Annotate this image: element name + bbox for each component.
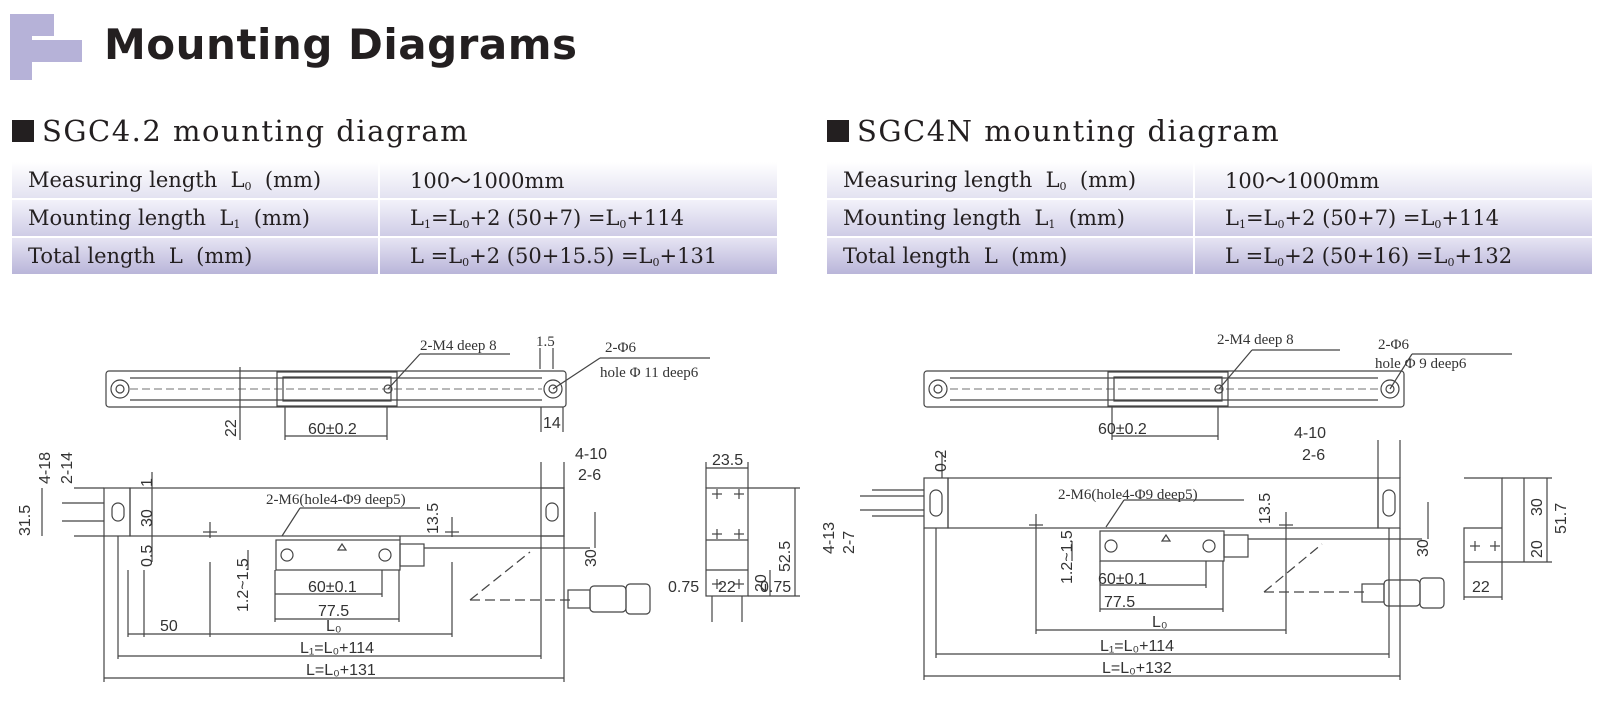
label-l-total: L=L₀+131 — [306, 662, 376, 679]
label-50: 50 — [160, 618, 178, 635]
label-hole-phi9: hole Φ 9 deep6 — [1375, 356, 1467, 372]
drawing-sgc4n: 2-M4 deep 8 2-Φ6 hole Φ 9 deep6 60±0.2 4… — [821, 332, 1570, 680]
label-l0: L₀ — [1152, 614, 1168, 631]
row-label: Mounting length L1 (mm) — [12, 199, 379, 238]
label-m4-deep8: 2-M4 deep 8 — [1217, 332, 1294, 348]
label-m4-deep8: 2-M4 deep 8 — [420, 338, 497, 354]
table-row: Mounting length L1 (mm) L1=L0+2 (50+7) =… — [827, 199, 1592, 238]
label-30-end: 30 — [1529, 498, 1546, 516]
row-formula: L1=L0+2 (50+7) =L0+114 — [1193, 199, 1592, 238]
label-0-5: 0.5 — [139, 545, 156, 567]
label-4-10: 4-10 — [1294, 425, 1326, 442]
label-m6-holes: 2-M6(hole4-Φ9 deep5) — [266, 492, 406, 508]
label-20: 20 — [753, 574, 770, 592]
square-bullet-icon — [827, 120, 849, 142]
logo-icon — [10, 14, 82, 80]
row-formula: L1=L0+2 (50+7) =L0+114 — [378, 199, 777, 238]
table-row: Total length L (mm) L =L0+2 (50+15.5) =L… — [12, 237, 777, 276]
section-title-sgc42: SGC4.2 mounting diagram — [12, 114, 469, 148]
spec-table-sgc42: Measuring length L0 (mm) 100～1000mm Moun… — [12, 162, 777, 276]
label-23-5: 23.5 — [712, 452, 743, 469]
label-4-10: 4-10 — [575, 446, 607, 463]
row-formula: L =L0+2 (50+16) =L0+132 — [1193, 237, 1592, 276]
section-title-sgc4n: SGC4N mounting diagram — [827, 114, 1280, 148]
label-l0: L₀ — [326, 618, 342, 635]
row-formula: 100～1000mm — [378, 162, 777, 200]
label-22-end: 22 — [718, 579, 736, 596]
label-0-75-right: 0.75 — [760, 579, 791, 596]
label-2-6: 2-6 — [578, 467, 601, 484]
table-row: Measuring length L0 (mm) 100～1000mm — [827, 162, 1592, 200]
spec-table-sgc4n: Measuring length L0 (mm) 100～1000mm Moun… — [827, 162, 1592, 276]
row-label: Total length L (mm) — [12, 237, 379, 276]
label-4-13: 4-13 — [821, 522, 838, 554]
label-1-2-1-5: 1.2~1.5 — [235, 558, 252, 612]
row-formula: 100～1000mm — [1193, 162, 1592, 200]
label-77-5: 77.5 — [1104, 594, 1135, 611]
label-77-5: 77.5 — [318, 603, 349, 620]
label-m6-holes: 2-M6(hole4-Φ9 deep5) — [1058, 487, 1198, 503]
label-20: 20 — [1529, 540, 1546, 558]
row-label: Mounting length L1 (mm) — [827, 199, 1194, 238]
page-title: Mounting Diagrams — [104, 20, 578, 69]
label-30-right: 30 — [583, 549, 600, 567]
label-13-5: 13.5 — [425, 503, 442, 534]
label-2-7: 2-7 — [841, 531, 858, 554]
diagram-sgc42: 2-M4 deep 8 1.5 2-Φ6 hole Φ 11 deep6 22 … — [0, 322, 812, 722]
label-0-2: 0.2 — [933, 450, 950, 472]
drawing-sgc42: 2-M4 deep 8 1.5 2-Φ6 hole Φ 11 deep6 22 … — [17, 334, 800, 682]
label-2-6: 2-6 — [1302, 447, 1325, 464]
row-label: Total length L (mm) — [827, 237, 1194, 276]
row-label: Measuring length L0 (mm) — [12, 162, 379, 200]
square-bullet-icon — [12, 120, 34, 142]
label-60-02: 60±0.2 — [308, 421, 357, 438]
table-row: Total length L (mm) L =L0+2 (50+16) =L0+… — [827, 237, 1592, 276]
label-22: 22 — [223, 419, 240, 437]
table-row: Measuring length L0 (mm) 100～1000mm — [12, 162, 777, 200]
label-31-5: 31.5 — [17, 505, 34, 536]
label-30-right: 30 — [1415, 539, 1432, 557]
label-l1: L₁=L₀+114 — [1100, 638, 1174, 655]
label-60-01: 60±0.1 — [308, 579, 357, 596]
label-1-2-1-5: 1.2~1.5 — [1059, 530, 1076, 584]
label-14: 14 — [543, 415, 561, 432]
label-1-5: 1.5 — [536, 334, 555, 350]
label-60-01: 60±0.1 — [1098, 571, 1147, 588]
label-30-left: 30 — [139, 509, 156, 527]
row-label: Measuring length L0 (mm) — [827, 162, 1194, 200]
label-l-total: L=L₀+132 — [1102, 660, 1172, 677]
label-hole-phi11: hole Φ 11 deep6 — [600, 365, 699, 381]
label-22-end: 22 — [1472, 579, 1490, 596]
table-row: Mounting length L1 (mm) L1=L0+2 (50+7) =… — [12, 199, 777, 238]
label-60-02: 60±0.2 — [1098, 421, 1147, 438]
label-0-75-left: 0.75 — [668, 579, 699, 596]
label-52-5: 52.5 — [777, 541, 794, 572]
label-13-5: 13.5 — [1257, 493, 1274, 524]
label-l1: L₁=L₀+114 — [300, 640, 374, 657]
label-2-phi6: 2-Φ6 — [605, 340, 636, 356]
diagram-sgc4n: 2-M4 deep 8 2-Φ6 hole Φ 9 deep6 60±0.2 4… — [812, 322, 1624, 722]
label-4-18: 4-18 — [37, 452, 54, 484]
label-51-7: 51.7 — [1553, 503, 1570, 534]
row-formula: L =L0+2 (50+15.5) =L0+131 — [378, 237, 777, 276]
label-2-phi6: 2-Φ6 — [1378, 337, 1409, 353]
label-1: 1 — [139, 478, 156, 487]
label-2-14: 2-14 — [59, 452, 76, 484]
